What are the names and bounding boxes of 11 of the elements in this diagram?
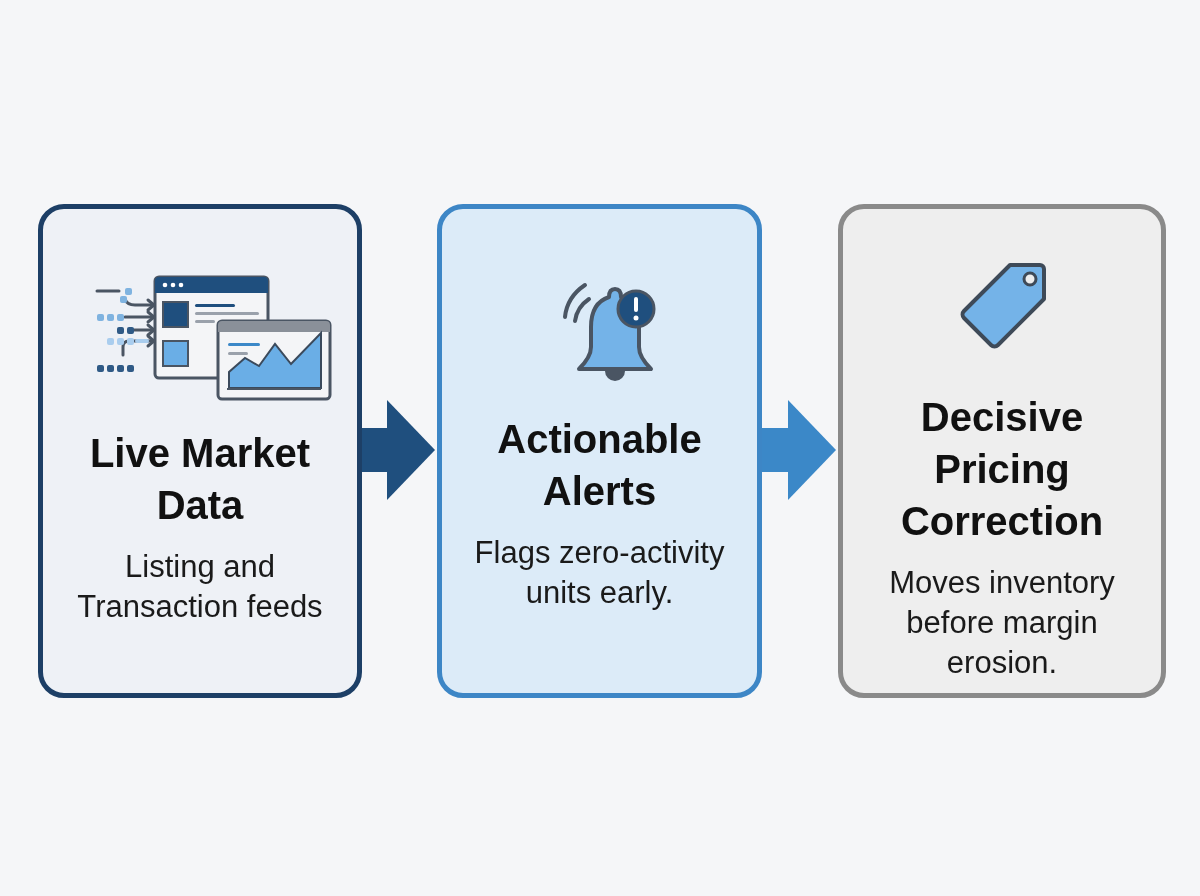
arrow: [762, 400, 836, 500]
step-title: Actionable Alerts: [496, 416, 703, 515]
arrow: [362, 400, 435, 500]
step-title: Decisive Pricing Correction: [899, 394, 1105, 545]
step-card: [38, 204, 362, 698]
step-description: Moves inventory before margin erosion.: [888, 564, 1116, 682]
step-description: Listing and Transaction feeds: [76, 548, 324, 626]
step-description: Flags zero-activity units early.: [473, 534, 726, 612]
step-card: [437, 204, 762, 698]
step-title: Live Market Data: [88, 430, 312, 529]
step-card: [838, 204, 1166, 698]
